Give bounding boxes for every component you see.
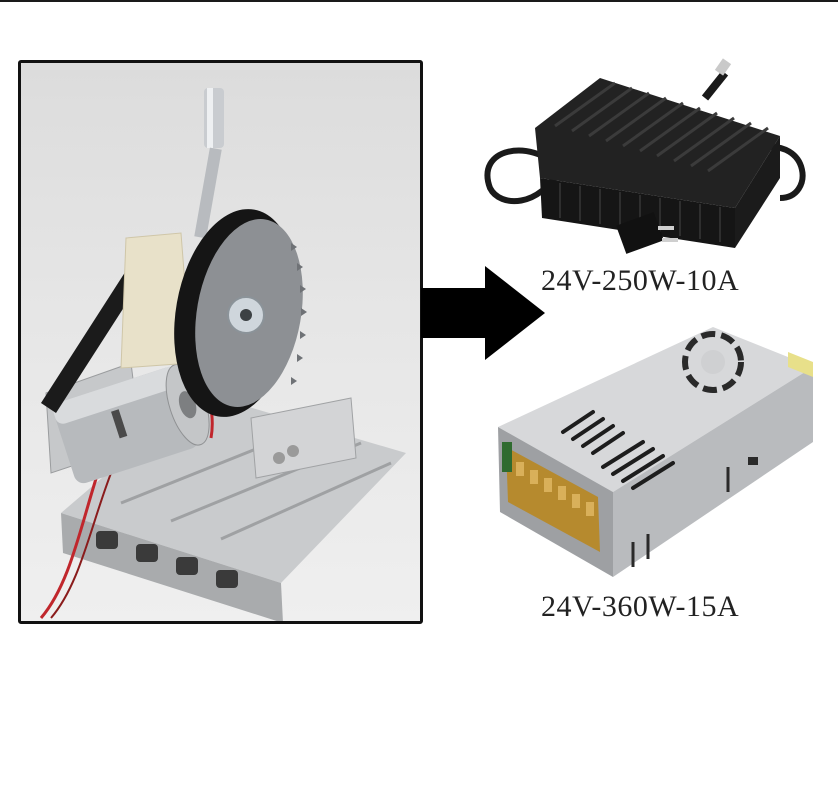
adapter-spec-label: 24V-250W-10A: [541, 264, 740, 297]
power-adapter-image: [480, 58, 820, 258]
table-saw-illustration: [39, 88, 406, 621]
arrow-right-icon: [421, 266, 545, 360]
top-divider: [0, 0, 838, 2]
switching-psu-illustration: [498, 327, 813, 577]
power-adapter-illustration: [484, 58, 806, 254]
table-saw-image: [18, 60, 423, 624]
psu-spec-label: 24V-360W-15A: [541, 590, 740, 623]
switching-power-supply-image: [488, 322, 823, 582]
